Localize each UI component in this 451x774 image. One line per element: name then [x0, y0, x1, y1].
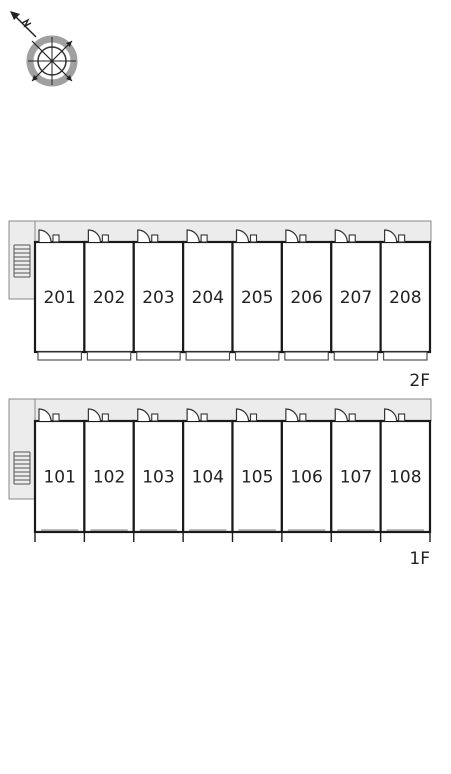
unit-room	[379, 240, 432, 354]
stairs-icon	[13, 244, 31, 278]
door-icon	[137, 408, 159, 422]
door-icon	[334, 229, 356, 243]
unit-number: 207	[340, 288, 372, 308]
unit-number: 204	[192, 288, 224, 308]
unit-103: 103	[132, 408, 185, 542]
balcony-icon	[333, 351, 379, 361]
unit-number: 103	[142, 468, 174, 488]
floor-1f: 101 102 103 104 105 106 107 108 1F	[8, 398, 432, 569]
balcony-icon	[234, 351, 280, 361]
unit-number: 108	[389, 468, 421, 488]
door-icon	[186, 229, 208, 243]
unit-201: 201	[33, 229, 86, 361]
floor-label: 2F	[409, 371, 430, 391]
unit-204: 204	[182, 229, 234, 361]
corridor	[8, 220, 432, 243]
unit-108: 108	[379, 408, 432, 542]
corridor	[8, 398, 432, 422]
door-icon	[87, 229, 109, 243]
unit-104: 104	[182, 408, 234, 542]
door-icon	[235, 229, 258, 243]
unit-208: 208	[379, 229, 432, 361]
door-icon	[186, 408, 208, 422]
unit-202: 202	[83, 229, 135, 361]
unit-number: 106	[290, 468, 322, 488]
unit-106: 106	[280, 408, 333, 542]
unit-room	[231, 240, 283, 354]
unit-107: 107	[330, 408, 382, 542]
unit-105: 105	[231, 408, 283, 542]
unit-203: 203	[132, 229, 185, 361]
unit-room	[280, 419, 333, 534]
balcony-icon	[86, 351, 132, 361]
door-icon	[334, 408, 356, 422]
unit-206: 206	[280, 229, 333, 361]
balcony-icon	[136, 351, 181, 361]
door-icon	[137, 229, 159, 243]
unit-number: 101	[43, 468, 75, 488]
unit-number: 208	[389, 288, 421, 308]
unit-number: 105	[241, 468, 273, 488]
unit-102: 102	[83, 408, 135, 542]
stair-landing	[8, 220, 36, 300]
unit-number: 104	[192, 468, 224, 488]
unit-room	[231, 419, 283, 534]
unit-room	[330, 240, 382, 354]
unit-number: 206	[290, 288, 322, 308]
stairs-icon	[13, 451, 31, 485]
door-icon	[285, 229, 307, 243]
door-icon	[38, 229, 60, 243]
door-icon	[38, 408, 60, 422]
unit-number: 202	[93, 288, 125, 308]
unit-number: 203	[142, 288, 174, 308]
unit-room	[379, 419, 432, 534]
unit-room	[182, 240, 234, 354]
balcony-icon	[185, 351, 231, 361]
door-icon	[235, 408, 258, 422]
unit-101: 101	[33, 408, 86, 542]
unit-205: 205	[231, 229, 283, 361]
balcony-icon	[383, 351, 428, 361]
floor-label: 1F	[409, 549, 430, 569]
door-icon	[87, 408, 109, 422]
compass-icon	[26, 35, 78, 87]
unit-room	[132, 240, 185, 354]
balcony-icon	[37, 351, 82, 361]
unit-207: 207	[330, 229, 382, 361]
floor-2f: 201 202 203 204 205 206 207 208 2F	[8, 220, 432, 391]
unit-number: 107	[340, 468, 372, 488]
unit-number: 102	[93, 468, 125, 488]
door-icon	[285, 408, 307, 422]
door-icon	[384, 229, 406, 243]
unit-number: 201	[43, 288, 75, 308]
door-icon	[384, 408, 406, 422]
unit-number: 205	[241, 288, 273, 308]
north-arrow-icon	[10, 11, 37, 38]
balcony-icon	[284, 351, 329, 361]
